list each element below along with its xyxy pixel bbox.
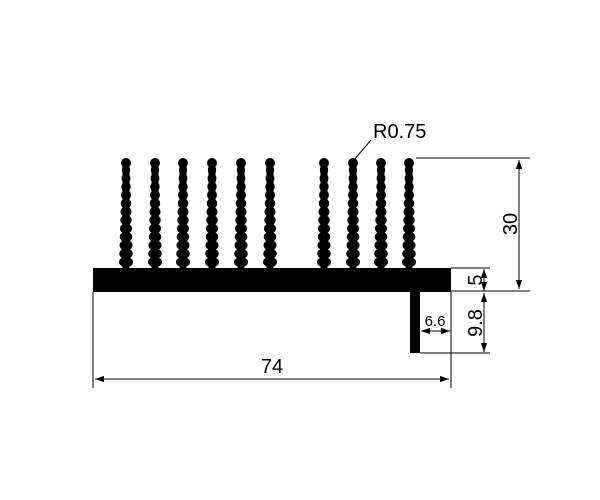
base-thickness-dimension: 5 bbox=[451, 267, 490, 291]
overall-width-label: 74 bbox=[261, 356, 283, 378]
fin bbox=[317, 158, 331, 272]
leg-height-dimension: 9.8 bbox=[420, 293, 490, 354]
fin-core bbox=[208, 164, 216, 272]
radius-leader-line bbox=[353, 139, 372, 161]
fin bbox=[119, 158, 133, 272]
mounting-leg bbox=[410, 292, 420, 353]
fin bbox=[205, 158, 219, 272]
base-thickness-label: 5 bbox=[465, 274, 487, 285]
fin-core bbox=[349, 164, 357, 272]
fin-height-dimension: 30 bbox=[416, 157, 530, 292]
fin bbox=[148, 158, 162, 272]
fin bbox=[346, 158, 360, 272]
fin-core bbox=[179, 164, 187, 272]
heatsink-profile bbox=[93, 158, 451, 353]
fin-height-label: 30 bbox=[500, 213, 522, 235]
overall-width-dimension: 74 bbox=[92, 292, 452, 388]
fin bbox=[263, 158, 277, 272]
fin-core bbox=[405, 164, 413, 272]
fin-core bbox=[237, 164, 245, 272]
leg-height-label: 9.8 bbox=[465, 309, 487, 337]
radius-callout: R0.75 bbox=[353, 121, 426, 161]
fin-core bbox=[151, 164, 159, 272]
leg-width-dimension: 6.6 bbox=[421, 292, 452, 340]
fin bbox=[176, 158, 190, 272]
fin-core bbox=[377, 164, 385, 272]
fin-group bbox=[119, 158, 416, 272]
fin-core bbox=[320, 164, 328, 272]
fin bbox=[234, 158, 248, 272]
fin bbox=[374, 158, 388, 272]
radius-label: R0.75 bbox=[373, 121, 426, 143]
leg-width-label: 6.6 bbox=[425, 313, 446, 330]
fin-core bbox=[122, 164, 130, 272]
fin-core bbox=[266, 164, 274, 272]
fin bbox=[402, 158, 416, 272]
